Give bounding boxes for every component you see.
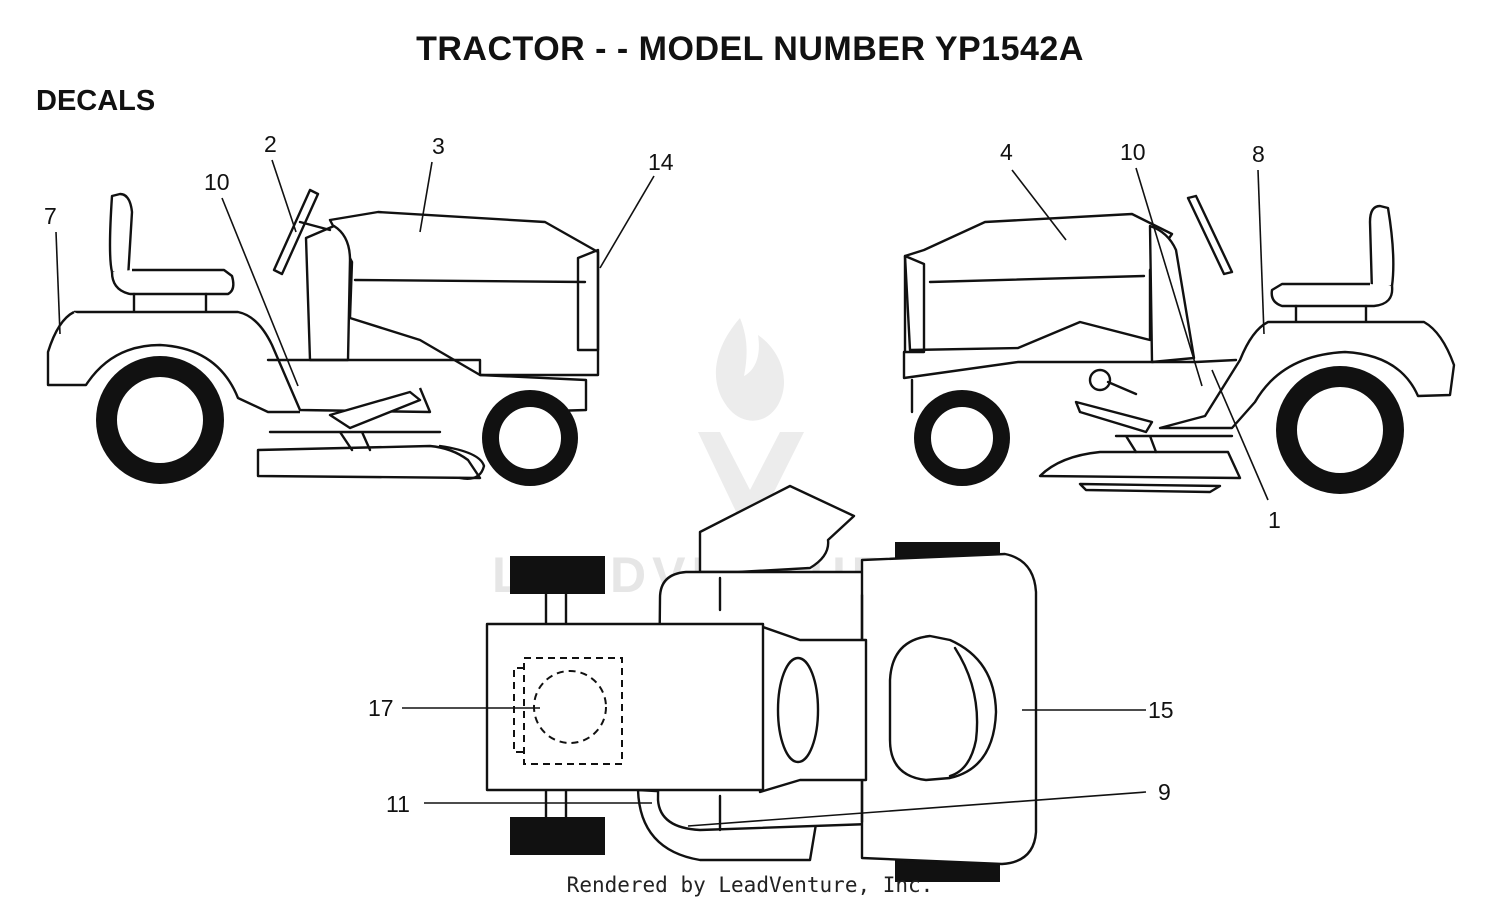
callout-10-left: 10 (204, 169, 230, 195)
callout-9: 9 (1158, 779, 1171, 805)
tractor-top-view (485, 484, 1038, 882)
callout-1: 1 (1268, 507, 1281, 533)
callout-3: 3 (432, 133, 445, 159)
leader-lines (55, 159, 1269, 827)
section-label: DECALS (36, 85, 156, 117)
callout-14: 14 (648, 149, 674, 175)
callout-8: 8 (1252, 141, 1265, 167)
callout-15: 15 (1148, 697, 1174, 723)
callout-11: 11 (386, 791, 410, 817)
callout-4: 4 (1000, 139, 1013, 165)
tractor-left-side-view (46, 188, 600, 486)
footer-credit: Rendered by LeadVenture, Inc. (566, 873, 934, 897)
tractor-right-side-view (902, 194, 1456, 494)
callout-2: 2 (264, 131, 277, 157)
callout-7: 7 (44, 203, 57, 229)
callout-10-right: 10 (1120, 139, 1146, 165)
callout-17: 17 (368, 695, 394, 721)
diagram-title: TRACTOR - - MODEL NUMBER YP1542A (416, 30, 1084, 68)
callout-numbers: 7 10 2 3 14 4 10 8 1 17 11 15 9 (44, 131, 1281, 817)
